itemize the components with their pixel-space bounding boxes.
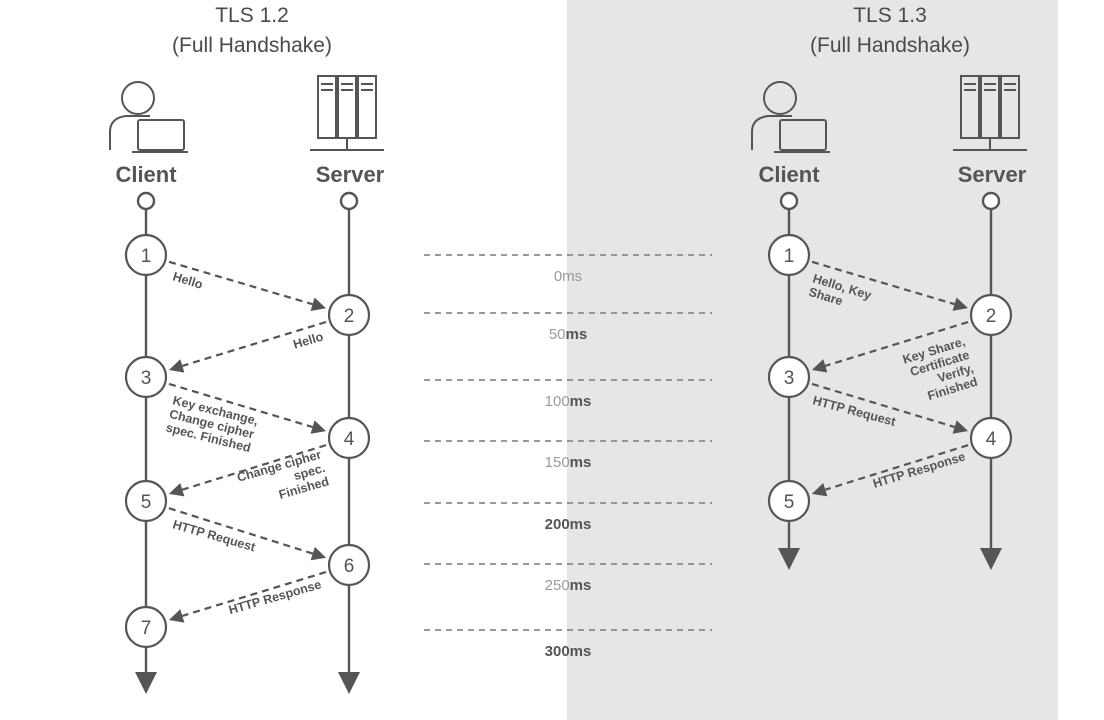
server-icon [310,75,384,151]
tls12-subtitle: (Full Handshake) [172,34,332,57]
step-number: 5 [141,492,152,513]
timeline-tick-label: 250ms [545,577,592,594]
step-circle [767,233,811,277]
step-number: 1 [784,246,795,267]
timeline-tick-label: 200ms [545,516,592,533]
client-icon [109,81,188,153]
step-number: 4 [986,429,997,450]
tls13-client-lifeline-arrowhead [778,548,800,570]
step-number: 5 [784,492,795,513]
message-label: Key Share,CertificateVerify,Finished [901,334,979,406]
message-label: Hello [171,269,205,291]
server-icon [953,75,1027,151]
message-arrowhead [811,483,828,497]
tls13-panel-background [567,0,1058,720]
step-circle [124,355,168,399]
tls12-title: TLS 1.2 [215,4,289,27]
tls12-client-start-node [136,191,156,211]
step-circle [327,543,371,587]
tls13-subtitle: (Full Handshake) [810,34,970,57]
message-arrowhead [168,609,185,623]
tls13-client-label: Client [758,162,820,187]
message-arrowhead [310,297,326,311]
step-number: 1 [141,246,152,267]
message-arrowhead [952,297,968,311]
step-circle [124,479,168,523]
tls12-client-label: Client [115,162,177,187]
message-arrowhead [952,420,969,434]
step-circle [767,355,811,399]
message-arrow [182,570,327,617]
message-arrow [168,260,313,306]
message-arrowhead [168,359,185,373]
message-arrowhead [168,483,185,497]
step-circle [767,479,811,523]
message-arrow [824,444,969,491]
message-arrowhead [811,359,828,373]
message-arrow [181,444,327,491]
message-label: Hello [292,329,326,351]
timeline-tick-label: 300ms [545,643,592,660]
step-number: 4 [344,429,355,450]
timeline-tick-label: 50ms [549,326,587,343]
message-arrow [811,382,955,429]
step-circle [327,416,371,460]
message-label: HTTP Request [171,517,258,554]
client-icon [751,81,830,153]
step-number: 7 [141,618,152,639]
timeline-tick-label: 0ms [554,268,582,285]
message-arrow [182,320,327,367]
timeline: 0ms 50ms 100ms 150ms 200ms 250ms 300ms [424,254,712,660]
tls12-server-label: Server [316,162,385,187]
step-number: 3 [784,368,795,389]
step-circle [327,293,371,337]
message-arrow [811,260,955,306]
timeline-tick-label: 150ms [545,454,592,471]
tls12-server-start-node [339,191,359,211]
message-arrowhead [310,546,327,561]
message-label: Change cipherspec.Finished [236,447,331,511]
tls13-server-label: Server [958,162,1027,187]
step-circle [969,416,1013,460]
timeline-tick-label: 100ms [545,393,592,410]
tls13-client-start-node [779,191,799,211]
message-arrow [168,382,313,429]
step-circle [124,233,168,277]
message-arrowhead [310,420,327,434]
tls12-server-lifeline-arrowhead [338,672,360,694]
step-number: 2 [986,306,997,327]
message-label: Key exchange,Change cipherspec. Finished [165,393,260,455]
message-arrow [168,507,314,555]
step-circle [124,605,168,649]
tls12-client-lifeline-arrowhead [135,672,157,694]
step-circle [969,293,1013,337]
tls13-title: TLS 1.3 [853,4,927,27]
step-number: 2 [344,306,355,327]
step-number: 6 [344,556,355,577]
step-number: 3 [141,368,152,389]
tls13-server-start-node [981,191,1001,211]
message-arrow [825,320,969,367]
tls13-server-lifeline-arrowhead [980,548,1002,570]
